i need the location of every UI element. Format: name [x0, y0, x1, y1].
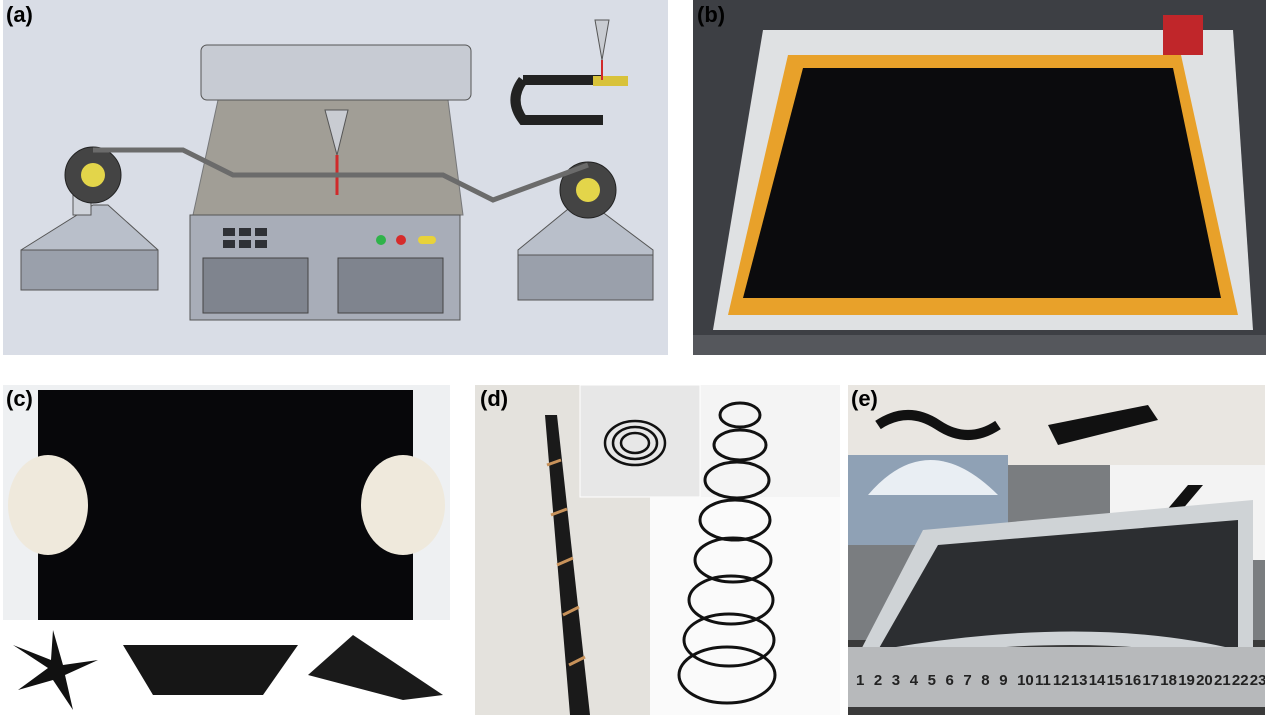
cad-drawing: [20, 19, 654, 321]
ruler-number: 9: [999, 672, 1007, 689]
ruler-number: 14: [1089, 672, 1106, 689]
ruler-number: 23: [1250, 672, 1265, 689]
ruler-number: 16: [1125, 672, 1142, 689]
origami-boat: [123, 645, 298, 695]
ruler-number: 10: [1017, 672, 1034, 689]
ruler-number: 7: [963, 672, 971, 689]
ruler-number: 12: [1053, 672, 1070, 689]
ruler-number: 5: [928, 672, 936, 689]
panel-c-origami-row: [3, 620, 450, 715]
ruler-number: 13: [1071, 672, 1088, 689]
origami-pinwheel: [13, 630, 98, 710]
panel-c-photo-sheet: [3, 385, 450, 620]
ruler-number: 20: [1196, 672, 1213, 689]
origami-plane: [308, 635, 443, 700]
twisted-strip: [875, 410, 1001, 440]
ruler-number: 22: [1232, 672, 1249, 689]
ruler-number: 2: [874, 672, 882, 689]
panel-d-label: (d): [480, 386, 509, 411]
panel-e-label: (e): [851, 386, 878, 411]
panel-a-cad-machine: [3, 0, 668, 355]
sheet-held-photo: [3, 385, 450, 620]
panel-c-label: (c): [6, 386, 33, 411]
panel-b-label: (b): [697, 2, 726, 27]
ruler-number: 18: [1160, 672, 1177, 689]
ruler-number: 15: [1107, 672, 1124, 689]
spring: [677, 401, 777, 705]
ruler-number: 21: [1214, 672, 1231, 689]
ruler-number: 1: [856, 672, 864, 689]
ruler-number: 11: [1035, 672, 1051, 689]
ruler-number: 8: [981, 672, 989, 689]
ruler-number: 6: [946, 672, 954, 689]
panel-b-photo-laser-bed: [693, 0, 1266, 355]
ruler-number: 4: [910, 672, 919, 689]
panel-d-photos: [475, 385, 840, 715]
coil-inset: [579, 385, 701, 498]
laser-bed-photo: [693, 0, 1266, 355]
wrapped-rod: [545, 415, 590, 715]
panel-a-label: (a): [6, 2, 33, 27]
ruler-number: 17: [1142, 672, 1159, 689]
curved-sheet-inset: [1048, 405, 1158, 445]
ruler: [848, 647, 1265, 707]
ruler-number: 19: [1178, 672, 1195, 689]
ruler-number: 3: [892, 672, 900, 689]
